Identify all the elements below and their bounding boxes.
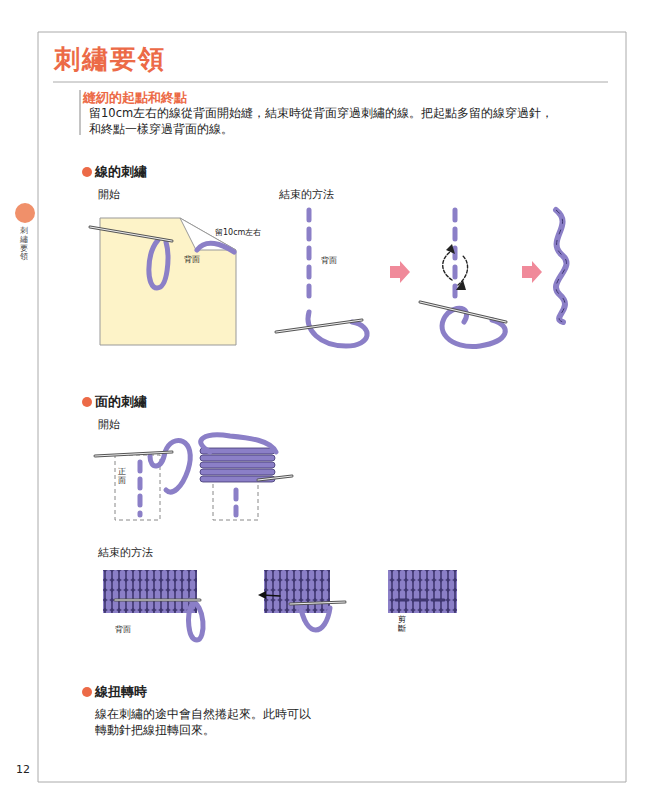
side-note: 背面	[321, 256, 337, 267]
bullet-heading: 線的刺繡	[95, 163, 147, 181]
page-title: 刺繡要領	[54, 42, 166, 77]
side-note: 正面	[118, 468, 126, 486]
side-tab: 刺繡要領	[20, 227, 28, 262]
sub-heading: 開始	[98, 418, 120, 433]
side-note: 背面	[115, 625, 131, 636]
body-text: 線在刺繡的途中會自然捲起來。此時可以轉動針把線扭轉回來。	[95, 706, 320, 738]
sub-heading: 結束的方法	[98, 546, 153, 561]
bullet-heading: 線扭轉時	[95, 683, 147, 701]
sub-heading: 開始	[98, 188, 120, 203]
bullet-heading: 面的刺繡	[95, 393, 147, 411]
measure-note: 留10cm左右	[215, 228, 261, 239]
section-heading: 縫紉的起點和終點	[83, 89, 187, 107]
cut-note: 剪斷	[398, 616, 406, 634]
sub-heading: 結束的方法	[279, 188, 334, 203]
page-number: 12	[16, 763, 30, 778]
body-text: 留10cm左右的線從背面開始縫，結束時從背面穿過刺繡的線。把起點多留的線穿過針，…	[89, 106, 559, 137]
side-note: 背面	[184, 255, 200, 266]
